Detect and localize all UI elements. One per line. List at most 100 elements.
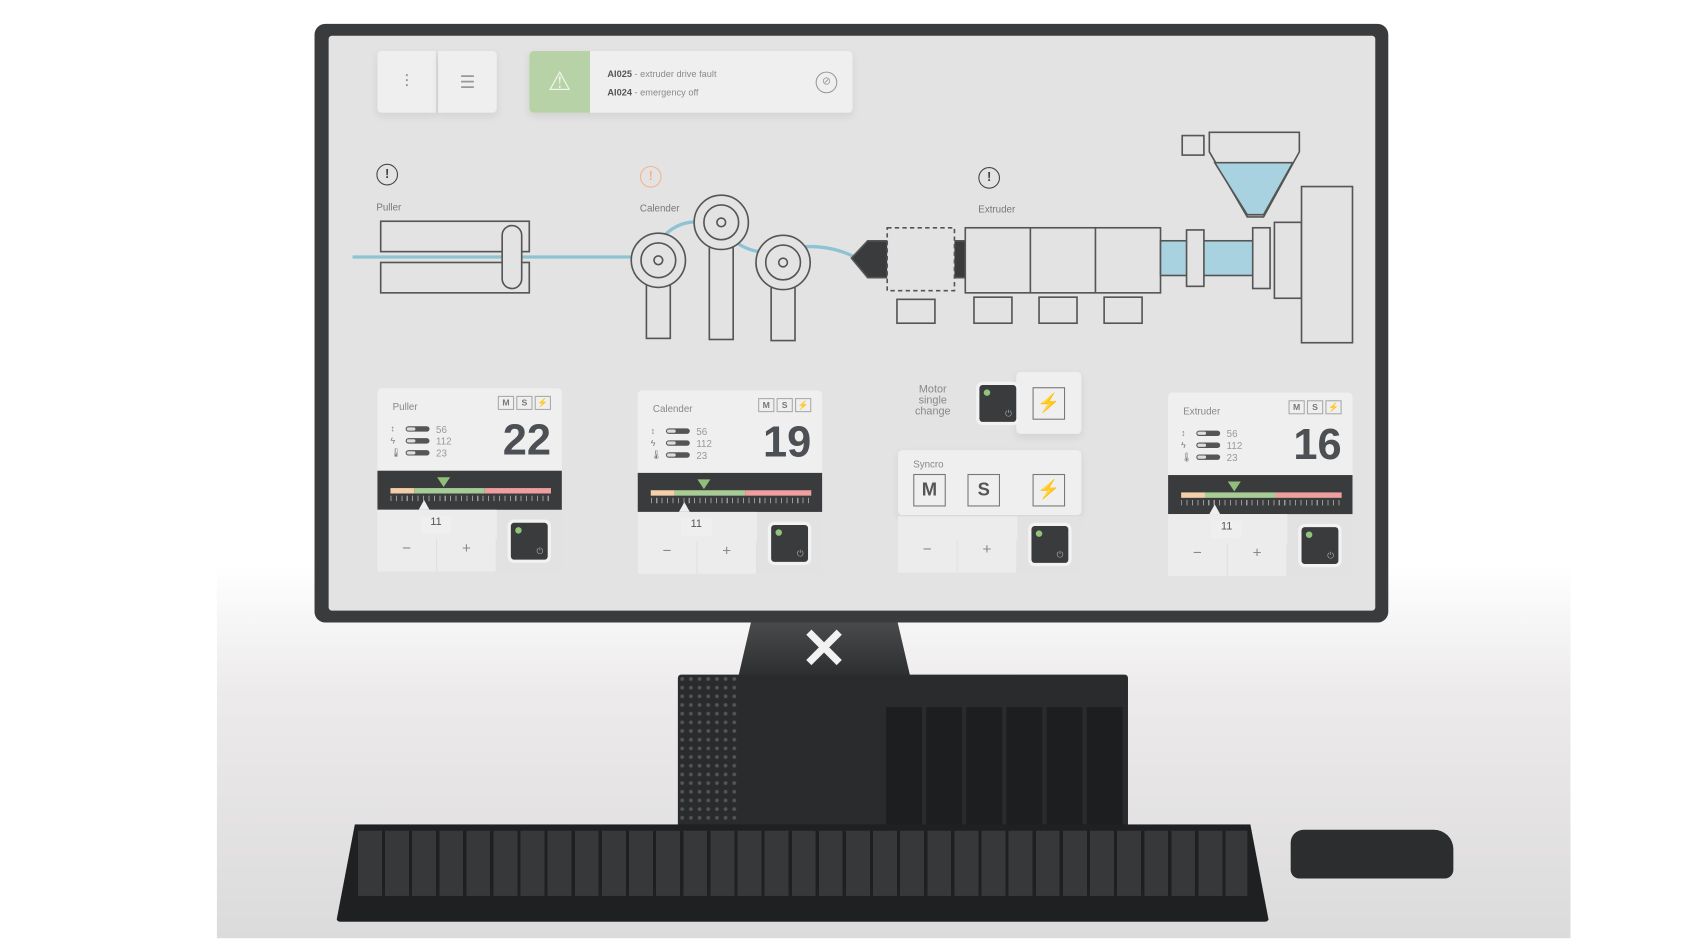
lightning-icon: ϟ bbox=[390, 436, 396, 446]
power-icon: ⏻ bbox=[1056, 549, 1064, 560]
target-marker[interactable] bbox=[1227, 481, 1241, 492]
row-value: 56 bbox=[696, 425, 708, 437]
power-icon: ⏻ bbox=[796, 548, 804, 559]
level-bar bbox=[1196, 454, 1221, 460]
row-value: 112 bbox=[696, 437, 712, 449]
power-button[interactable]: ⏻ bbox=[510, 522, 548, 560]
level-bar bbox=[405, 426, 430, 432]
syncro-lightning-button[interactable]: ⚡ bbox=[1032, 473, 1066, 507]
main-value: 16 bbox=[1293, 420, 1342, 469]
power-icon: ⏻ bbox=[1005, 408, 1012, 419]
card-title: Puller bbox=[392, 401, 418, 413]
puller-roll bbox=[501, 224, 523, 290]
row-value: 23 bbox=[696, 449, 708, 461]
process-label-calender: Calender bbox=[639, 202, 680, 214]
card-title: Calender bbox=[652, 403, 693, 415]
mute-icon[interactable]: ⊘ bbox=[815, 71, 838, 94]
plus-button[interactable]: + bbox=[697, 541, 758, 574]
row-value: 56 bbox=[1226, 427, 1238, 439]
syncro-slave-button[interactable]: S bbox=[967, 473, 1001, 507]
level-bar bbox=[665, 440, 690, 446]
mode-button[interactable]: ⚡ bbox=[534, 395, 551, 410]
warning-icon[interactable]: ! bbox=[639, 165, 662, 188]
target-marker[interactable] bbox=[437, 477, 451, 487]
speed-icon: ↕ bbox=[650, 426, 656, 437]
plus-button[interactable]: + bbox=[958, 540, 1018, 573]
current-pointer bbox=[418, 500, 430, 510]
minus-button[interactable]: − bbox=[1168, 543, 1228, 576]
mouse[interactable] bbox=[1290, 829, 1454, 879]
gauge bbox=[637, 472, 823, 512]
target-marker[interactable] bbox=[697, 479, 711, 490]
level-bar bbox=[405, 450, 430, 456]
menu-button[interactable]: ☰ bbox=[438, 50, 497, 113]
puller-bottom bbox=[379, 261, 531, 294]
power-button[interactable]: ⏻ bbox=[1301, 526, 1339, 564]
minus-button[interactable]: − bbox=[898, 540, 958, 573]
thermometer-icon: 🌡 bbox=[390, 447, 402, 458]
motor-power-button[interactable]: ⏻ bbox=[979, 385, 1017, 422]
setpoint-value[interactable]: 11 bbox=[681, 518, 712, 536]
mode-button[interactable]: M bbox=[497, 395, 515, 410]
current-pointer bbox=[1209, 504, 1221, 515]
process-label-extruder: Extruder bbox=[978, 203, 1016, 215]
power-button[interactable]: ⏻ bbox=[771, 524, 809, 562]
minus-button[interactable]: − bbox=[377, 539, 438, 572]
hamburger-icon: ☰ bbox=[459, 73, 476, 92]
warning-icon[interactable]: ! bbox=[376, 163, 399, 186]
gauge bbox=[377, 470, 562, 510]
current-pointer bbox=[678, 502, 690, 512]
syncro-controls: −+ ⏻ bbox=[898, 516, 1082, 573]
mode-button[interactable]: M bbox=[1288, 400, 1305, 415]
mode-button[interactable]: ⚡ bbox=[795, 398, 812, 413]
thermometer-icon: 🌡 bbox=[650, 450, 662, 460]
row-value: 23 bbox=[1226, 451, 1238, 463]
setpoint-value[interactable]: 11 bbox=[1211, 520, 1242, 538]
main-value: 22 bbox=[502, 416, 551, 465]
puller-top bbox=[379, 220, 531, 253]
card-title: Extruder bbox=[1183, 405, 1221, 417]
mode-button[interactable]: S bbox=[776, 398, 793, 413]
process-diagram bbox=[352, 131, 1354, 344]
mode-button[interactable]: S bbox=[1306, 400, 1324, 415]
alarm-panel[interactable]: ⚠ AI025 - extruder drive fault AI024 - e… bbox=[529, 50, 853, 113]
speed-icon: ↕ bbox=[390, 424, 395, 434]
mode-button[interactable]: S bbox=[516, 395, 533, 410]
filter-button[interactable]: ⫶ bbox=[377, 50, 437, 113]
motor-change-panel: ⚡ bbox=[1016, 372, 1082, 434]
sliders-icon: ⫶ bbox=[404, 72, 409, 91]
warning-check-icon: ⚠ bbox=[529, 50, 591, 113]
level-bar bbox=[665, 452, 690, 458]
calender-rolls bbox=[630, 194, 812, 342]
speed-icon: ↕ bbox=[1181, 428, 1186, 439]
mode-button[interactable]: ⚡ bbox=[1325, 400, 1342, 415]
mode-button[interactable]: M bbox=[758, 398, 775, 413]
minus-button[interactable]: − bbox=[638, 541, 698, 574]
setpoint-value[interactable]: 11 bbox=[420, 516, 452, 534]
plus-button[interactable]: + bbox=[1228, 543, 1288, 576]
server-unit bbox=[677, 674, 1128, 836]
alarm-item[interactable]: AI024 - emergency off bbox=[607, 86, 699, 98]
lightning-icon: ϟ bbox=[1181, 440, 1186, 451]
row-value: 23 bbox=[436, 447, 447, 459]
power-icon: ⏻ bbox=[1327, 550, 1335, 561]
gauge bbox=[1168, 475, 1353, 515]
keyboard[interactable] bbox=[336, 824, 1269, 922]
row-value: 112 bbox=[436, 435, 452, 447]
level-bar bbox=[405, 438, 430, 444]
level-bar bbox=[665, 428, 690, 434]
row-value: 56 bbox=[436, 423, 447, 435]
lightning-button[interactable]: ⚡ bbox=[1032, 386, 1066, 420]
plus-button[interactable]: + bbox=[437, 539, 497, 572]
syncro-power-button[interactable]: ⏻ bbox=[1030, 526, 1068, 563]
syncro-master-button[interactable]: M bbox=[913, 473, 946, 507]
alarm-item[interactable]: AI025 - extruder drive fault bbox=[607, 68, 717, 80]
syncro-panel: Syncro M S ⚡ bbox=[898, 450, 1082, 516]
thermometer-icon: 🌡 bbox=[1181, 452, 1193, 463]
monitor-stand: ✕ bbox=[737, 620, 912, 681]
lightning-icon: ⚡ bbox=[1037, 392, 1061, 413]
vent-grille bbox=[677, 674, 738, 836]
row-value: 112 bbox=[1226, 439, 1243, 451]
warning-icon[interactable]: ! bbox=[978, 167, 1001, 189]
